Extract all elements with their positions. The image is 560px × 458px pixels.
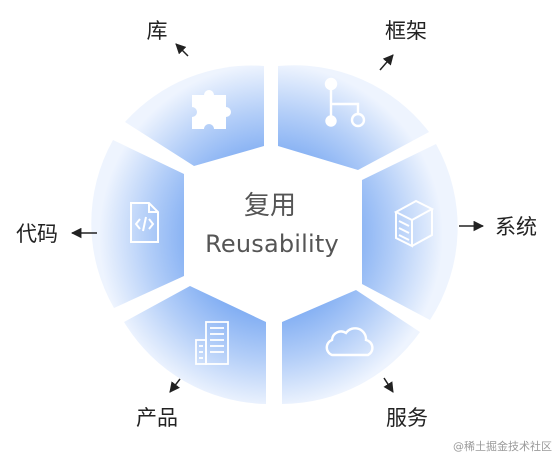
segment-product xyxy=(124,286,266,404)
label-system: 系统 xyxy=(495,215,537,239)
cloud-icon xyxy=(325,327,374,357)
puzzle-icon xyxy=(192,90,231,129)
label-service: 服务 xyxy=(386,406,428,430)
segment-code xyxy=(91,140,184,308)
flow-node-icon xyxy=(324,77,366,128)
arrow-service xyxy=(383,377,394,393)
label-framework: 框架 xyxy=(385,19,427,43)
building-icon xyxy=(195,321,229,365)
label-product: 产品 xyxy=(136,406,178,430)
watermark: @稀土掘金技术社区 xyxy=(453,440,552,453)
label-library: 库 xyxy=(147,19,168,43)
label-code: 代码 xyxy=(16,222,58,246)
segment-service xyxy=(282,290,420,404)
arrow-product xyxy=(169,378,181,393)
server-box-icon xyxy=(393,199,435,248)
arrow-library xyxy=(175,43,189,57)
segment-ring xyxy=(91,65,458,404)
center-hexagon xyxy=(194,154,352,312)
center-subtitle: Reusability xyxy=(205,230,339,258)
segment-library xyxy=(125,65,264,166)
arrow-framework xyxy=(379,54,394,71)
center-title: 复用 xyxy=(244,191,296,221)
segment-system xyxy=(362,144,458,320)
code-file-icon xyxy=(130,202,159,243)
